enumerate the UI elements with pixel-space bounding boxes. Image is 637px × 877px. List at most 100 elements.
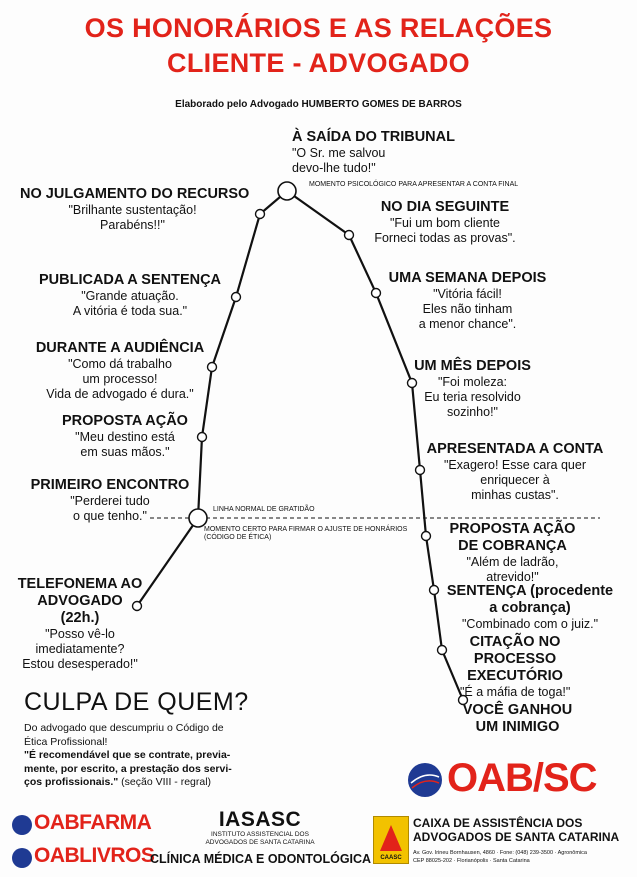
stage-quote: "É a máfia de toga!"	[460, 685, 571, 699]
culpa-line3: "É recomendável que se contrate, previa-	[24, 749, 231, 761]
stage-heading: UMA SEMANA DEPOIS	[388, 270, 547, 286]
node-proposta-acao	[196, 431, 208, 443]
stage-quote: "Brilhante sustentação!	[68, 203, 197, 217]
culpa-line5-bold: ços profissionais."	[24, 776, 119, 788]
stage-quote: Forneci todas as provas".	[374, 231, 516, 245]
stage-heading: EXECUTÓRIO	[467, 668, 563, 684]
stage-quote: "Exagero! Esse cara quer	[443, 458, 586, 472]
node-durante-audiencia	[206, 361, 218, 373]
address-line1: Av. Gov. Irineu Bornhausen, 4860 · Fone:…	[413, 850, 587, 856]
stage-heading: PROCESSO	[473, 651, 557, 667]
oab-globe-icon	[408, 763, 442, 797]
stage-heading: UM INIMIGO	[475, 719, 560, 735]
caixa-line2: ADVOGADOS DE SANTA CATARINA	[413, 830, 620, 844]
culpa-text-block: Do advogado que descumpriu o Código de É…	[24, 722, 284, 790]
stage-heading: (22h.)	[60, 610, 100, 626]
oab-sc-logo: OAB/SC	[447, 756, 598, 800]
stage-quote: um processo!	[82, 372, 158, 386]
stage-heading: UM MÊS DEPOIS	[414, 358, 531, 374]
culpa-line4: mente, por escrito, a prestação dos serv…	[24, 762, 232, 775]
stage-quote: "Fui um bom cliente	[389, 216, 501, 230]
page-title-line1: OS HONORÁRIOS E AS RELAÇÕES	[84, 13, 553, 43]
node-dia-seguinte	[343, 229, 355, 241]
iasasc-subtitle: INSTITUTO ASSISTENCIAL DOS ADVOGADOS DE …	[190, 831, 330, 846]
note-linha-gratidao: LINHA NORMAL DE GRATIDÃO	[213, 506, 315, 513]
stage-quote: "Grande atuação.	[81, 289, 179, 303]
oabfarma-logo: OABFARMA	[34, 811, 152, 834]
stage-heading: PROPOSTA AÇÃO	[62, 413, 188, 429]
node-julgamento-recurso	[254, 208, 266, 220]
node-apresentada-conta	[414, 464, 426, 476]
stage-quote: Eu teria resolvido	[424, 390, 521, 404]
node-telefonema	[131, 600, 143, 612]
node-mes-depois	[406, 377, 418, 389]
node-citacao	[436, 644, 448, 656]
node-semana-depois	[370, 287, 382, 299]
stage-semana-depois: UMA SEMANA DEPOIS"Vitória fácil!Eles não…	[385, 270, 550, 332]
stage-heading: PUBLICADA A SENTENÇA	[38, 272, 222, 288]
stage-quote: Vida de advogado é dura."	[46, 387, 194, 401]
iasasc-sub2: ADVOGADOS DE SANTA CATARINA	[205, 838, 315, 846]
stage-heading: DURANTE A AUDIÊNCIA	[35, 340, 205, 356]
stage-mes-depois: UM MÊS DEPOIS"Foi moleza:Eu teria resolv…	[405, 358, 540, 420]
stage-heading: VOCÊ GANHOU	[462, 702, 573, 718]
stage-publicada-sentenca: PUBLICADA A SENTENÇA"Grande atuação.A vi…	[30, 272, 230, 319]
oablivros-logo: OABLIVROS	[34, 844, 155, 867]
stage-quote: "Além de ladrão,	[466, 555, 559, 569]
stage-quote: "Perderei tudo	[70, 494, 150, 508]
stage-heading: SENTENÇA (procedente	[446, 583, 614, 599]
stage-heading: DE COBRANÇA	[458, 538, 567, 554]
stage-quote: devo-lhe tudo!"	[292, 161, 376, 175]
note-momento-psicologico: MOMENTO PSICOLÓGICO PARA APRESENTAR A CO…	[309, 181, 519, 188]
stage-quote: Parabéns!!"	[100, 218, 165, 232]
stage-julgamento-recurso: NO JULGAMENTO DO RECURSO"Brilhante suste…	[20, 186, 250, 233]
node-proposta-cobranca	[420, 530, 432, 542]
oabfarma-globe-icon	[12, 815, 32, 835]
caasc-badge: CAASC	[373, 816, 409, 864]
stage-quote: Estou desesperado!"	[22, 657, 138, 671]
stage-quote: enriquecer à	[480, 473, 550, 487]
iasasc-logo: IASASC	[218, 808, 302, 831]
clinica-label: CLÍNICA MÉDICA E ODONTOLÓGICA	[150, 852, 372, 866]
stage-quote: minhas custas".	[471, 488, 559, 502]
stage-apresentada-conta: APRESENTADA A CONTA"Exagero! Esse cara q…	[420, 441, 610, 503]
page-title-line2: CLIENTE - ADVOGADO	[167, 48, 470, 78]
culpa-line5-rest: (seção VIII - regral)	[118, 776, 212, 788]
stage-quote: "Posso vê-lo	[45, 627, 115, 641]
stage-heading: CITAÇÃO NO	[469, 634, 561, 650]
stage-heading: À SAÍDA DO TRIBUNAL	[292, 129, 455, 145]
stage-heading: NO JULGAMENTO DO RECURSO	[20, 186, 250, 202]
stage-quote: Eles não tinham	[422, 302, 513, 316]
note-momento-certo: MOMENTO CERTO PARA FIRMAR O AJUSTE DE HO…	[204, 526, 408, 533]
stage-quote: "Meu destino está	[75, 430, 175, 444]
stage-quote: "O Sr. me salvou	[292, 146, 386, 160]
stage-quote: sozinho!"	[447, 405, 498, 419]
stage-quote: "Combinado com o juiz."	[461, 617, 599, 631]
node-primeiro-encontro	[188, 508, 208, 528]
stage-heading: NO DIA SEGUINTE	[380, 199, 510, 215]
note-codigo-etica: (CÓDIGO DE ÉTICA)	[204, 534, 272, 541]
stage-quote: imediatamente?	[35, 642, 125, 656]
stage-heading: TELEFONEMA AO	[17, 576, 143, 592]
culpa-line1: Do advogado que descumpriu o Código de	[24, 722, 224, 734]
stage-heading: ADVOGADO	[37, 593, 123, 609]
iasasc-sub1: INSTITUTO ASSISTENCIAL DOS	[211, 831, 309, 838]
stage-quote: "Foi moleza:	[437, 375, 508, 389]
stage-heading: PROPOSTA AÇÃO	[449, 521, 576, 537]
caixa-address: Av. Gov. Irineu Bornhausen, 4860 · Fone:…	[413, 849, 587, 865]
stage-quote: A vitória é toda sua."	[72, 304, 188, 318]
stage-heading: APRESENTADA A CONTA	[426, 441, 604, 457]
caasc-badge-label: CAASC	[380, 855, 402, 861]
stage-quote: em suas mãos."	[80, 445, 170, 459]
